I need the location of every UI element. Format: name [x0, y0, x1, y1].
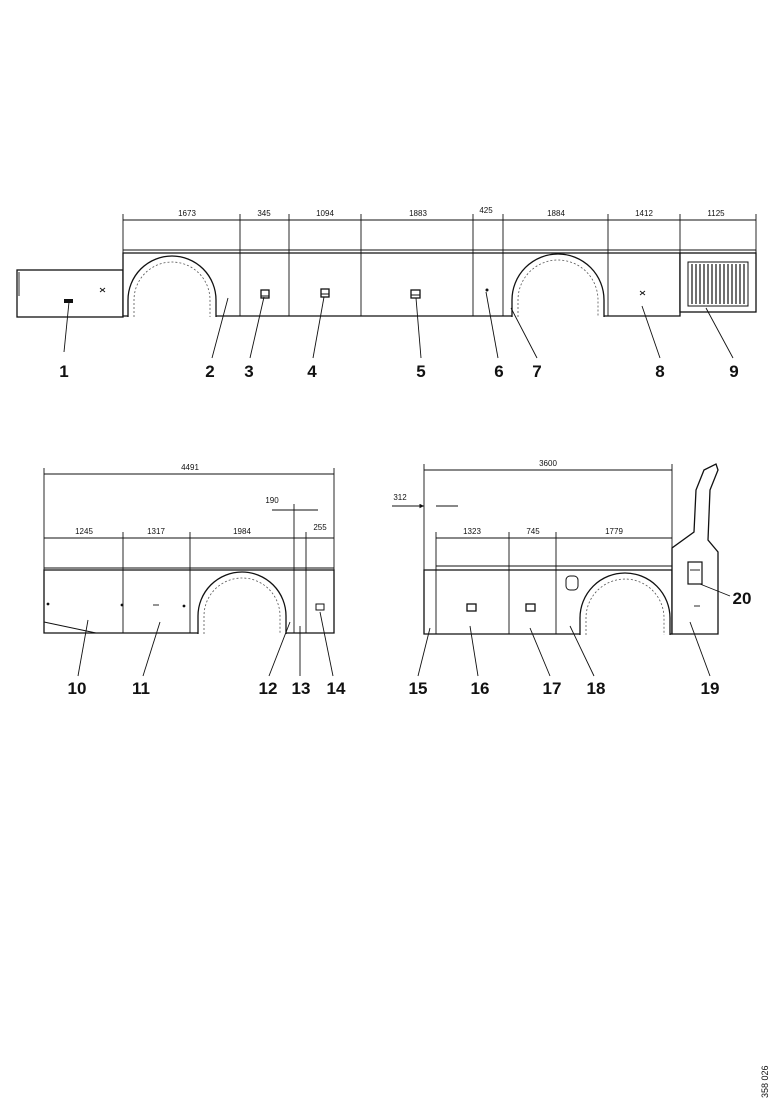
wheel-arch-rear-top	[511, 253, 605, 317]
callout-16: 16	[471, 679, 490, 698]
dim-left-4: 190	[265, 496, 279, 505]
callout-3: 3	[244, 362, 253, 381]
callout-14: 14	[327, 679, 346, 698]
dim-left-overall: 4491	[181, 463, 199, 472]
dim-top-4: 1883	[409, 209, 427, 218]
callout-6: 6	[494, 362, 503, 381]
dim-left-1: 1245	[75, 527, 93, 536]
wheel-arch-front-top	[127, 255, 217, 317]
dim-left-3: 1984	[233, 527, 251, 536]
callout-10: 10	[68, 679, 87, 698]
callout-1: 1	[59, 362, 68, 381]
callout-12: 12	[259, 679, 278, 698]
document-reference: 358 026	[760, 1065, 770, 1098]
panel-20-lamp	[687, 561, 703, 585]
top-side-view: 1673 345 1094 1883 425 1884 1412 1125 1 …	[16, 206, 757, 381]
callout-18: 18	[587, 679, 606, 698]
dim-top-2: 345	[257, 209, 271, 218]
panel-16-fitting	[466, 603, 477, 612]
panel-9-grille	[687, 261, 749, 307]
callout-11: 11	[132, 679, 150, 698]
dim-right-3: 1779	[605, 527, 623, 536]
dim-left-5: 255	[313, 523, 327, 532]
dim-top-7: 1412	[635, 209, 653, 218]
panel-5-fitting	[410, 289, 421, 299]
dim-left-2: 1317	[147, 527, 165, 536]
dim-right-offset: 312	[393, 493, 407, 502]
panel-1-marker	[64, 299, 73, 303]
panel-3-fitting	[260, 289, 270, 299]
dim-right-overall: 3600	[539, 459, 557, 468]
callout-13: 13	[292, 679, 311, 698]
wheel-arch-left-view	[197, 571, 287, 634]
dim-top-1: 1673	[178, 209, 196, 218]
callout-4: 4	[307, 362, 317, 381]
wheel-arch-right-view	[579, 572, 671, 635]
right-front-view: 3600 312 1323 745 1779 15 16 17 18 19 20	[392, 459, 751, 698]
panel-1	[16, 269, 124, 318]
dim-top-5: 425	[479, 206, 493, 215]
panel-17-fitting	[525, 603, 536, 612]
callout-2: 2	[205, 362, 214, 381]
dim-top-8: 1125	[707, 209, 725, 218]
left-rear-view: 4491 1245 1317 1984 190 255 10 11 12 13 …	[43, 463, 346, 698]
panel-4-fitting	[320, 288, 330, 298]
dim-top-6: 1884	[547, 209, 565, 218]
panel-14-fitting	[315, 603, 325, 611]
callout-5: 5	[416, 362, 425, 381]
panel-19	[671, 463, 719, 635]
dim-right-2: 745	[526, 527, 540, 536]
dim-top-3: 1094	[316, 209, 334, 218]
callout-15: 15	[409, 679, 428, 698]
callout-7: 7	[532, 362, 541, 381]
callout-8: 8	[655, 362, 664, 381]
callout-9: 9	[729, 362, 738, 381]
dim-right-1: 1323	[463, 527, 481, 536]
callout-20: 20	[733, 589, 752, 608]
callout-19: 19	[701, 679, 720, 698]
callout-17: 17	[543, 679, 562, 698]
